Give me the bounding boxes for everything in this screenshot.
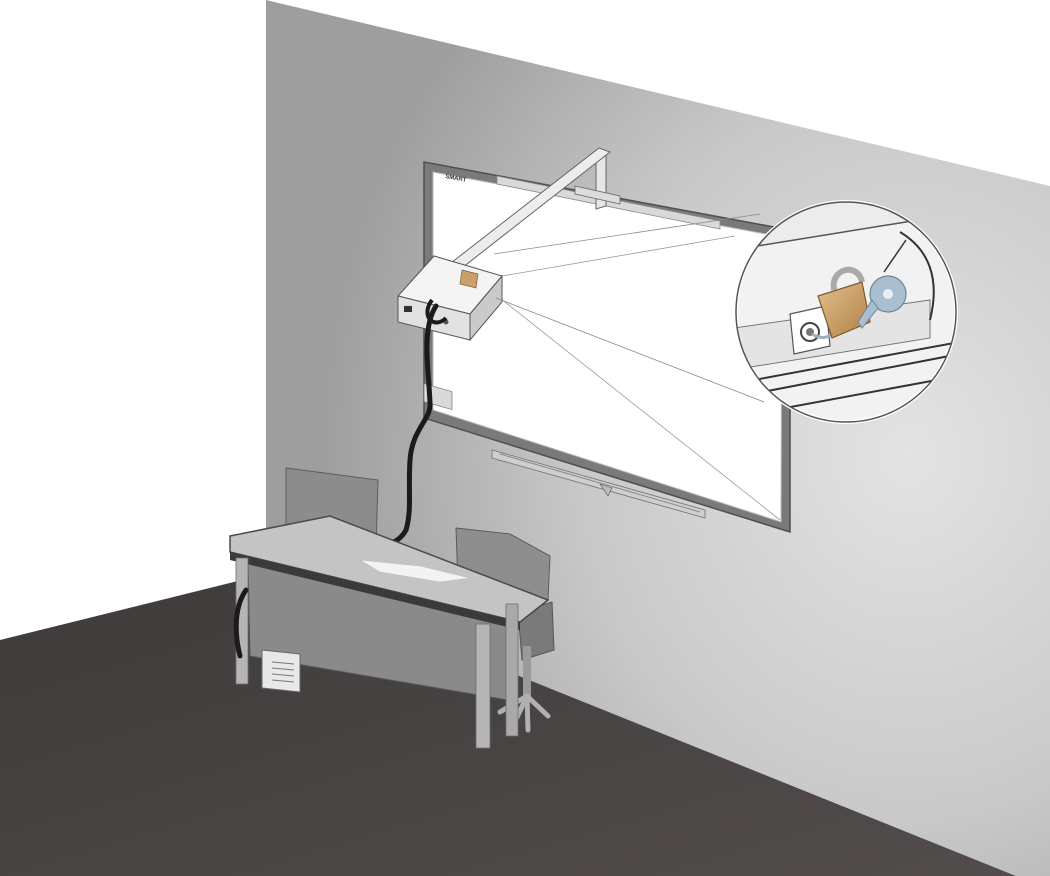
desk-leg-right	[476, 624, 490, 748]
pc-tower	[262, 650, 300, 692]
pc-tower-front	[262, 650, 300, 692]
projector-front-port	[404, 306, 412, 312]
desk-leg-back	[506, 604, 518, 736]
chair-post	[523, 646, 531, 696]
